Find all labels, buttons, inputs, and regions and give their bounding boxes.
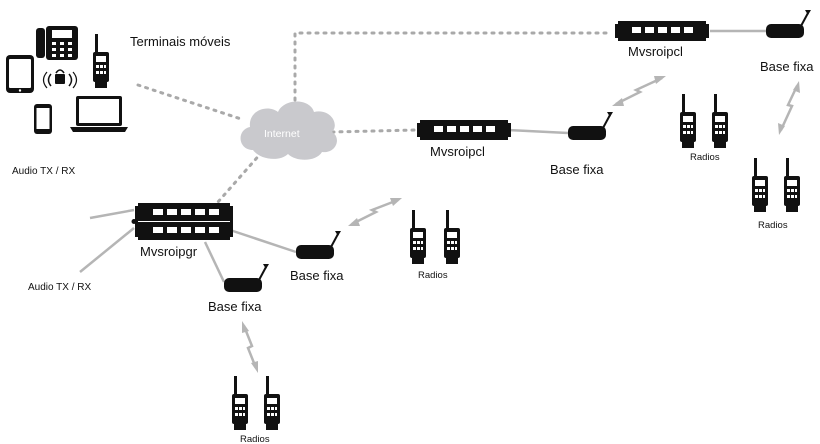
radio-link-icon-top [778, 81, 800, 135]
link-internet-mid-gateway [330, 128, 418, 134]
cable-mid-gateway-base [507, 128, 569, 135]
base-top-label: Base fixa [760, 59, 814, 74]
link-terminals-internet [136, 83, 246, 122]
radios-group-center [410, 210, 460, 264]
radio-handset-icon [410, 210, 426, 264]
radio-handset-icon [712, 94, 728, 148]
cable-audio-bottom [79, 227, 135, 273]
radio-link-icon-mid [612, 76, 666, 106]
base-station-icon-top [765, 9, 812, 39]
base-station-icon-gr-right [295, 230, 342, 260]
radio-link-icon-gr-right [348, 198, 402, 226]
radio-handset-icon [752, 158, 768, 212]
radio-link-icon-gr-low [242, 321, 258, 373]
link-internet-main-gateway [216, 150, 264, 204]
radios-center-label: Radios [418, 270, 448, 281]
laptop-icon [70, 96, 128, 132]
terminals-label: Terminais móveis [130, 34, 231, 49]
internet-label: Internet [264, 128, 300, 140]
cable-main-gateway-base-low [203, 241, 226, 283]
radio-handset-icon [680, 94, 696, 148]
base-station-icon-mid [567, 111, 614, 141]
gateway-icon-main [131, 203, 233, 240]
radio-handset-icon [784, 158, 800, 212]
tablet-icon [6, 55, 34, 93]
gateway-mid-label: Mvsroipcl [430, 144, 485, 159]
cloud-icon: Internet [240, 101, 337, 160]
radios-group-top [680, 94, 728, 148]
base-gr-low-label: Base fixa [208, 299, 262, 314]
radios-top-label: Radios [690, 152, 720, 163]
gateway-icon-mid [417, 120, 511, 140]
cable-audio-top [89, 208, 135, 220]
audio-tx-rx-bottom-label: Audio TX / RX [28, 282, 92, 293]
radio-handset-icon [444, 210, 460, 264]
audio-tx-rx-top-label: Audio TX / RX [12, 166, 76, 177]
terminals-group: Terminais móveis [6, 26, 231, 134]
base-mid-label: Base fixa [550, 162, 604, 177]
connections [79, 29, 766, 283]
gateway-main-label: Mvsroipgr [140, 244, 198, 259]
smartphone-icon [34, 104, 52, 134]
gateway-icon-top [615, 21, 709, 41]
radios-bottom-label: Radios [240, 434, 270, 444]
cable-main-gateway-base-right [229, 228, 297, 254]
radios-right-label: Radios [758, 220, 788, 231]
desk-phone-icon [36, 26, 78, 60]
link-internet-top-gateway [293, 31, 614, 110]
radio-handset-icon [232, 376, 248, 430]
base-station-icon-gr-low [223, 263, 270, 293]
radios-group-bottom [232, 376, 280, 430]
radio-handset-icon [264, 376, 280, 430]
gateway-top-label: Mvsroipcl [628, 44, 683, 59]
base-gr-right-label: Base fixa [290, 268, 344, 283]
radio-handset-icon [93, 34, 109, 88]
radios-group-right [752, 158, 800, 212]
wireless-lock-icon [42, 69, 78, 89]
